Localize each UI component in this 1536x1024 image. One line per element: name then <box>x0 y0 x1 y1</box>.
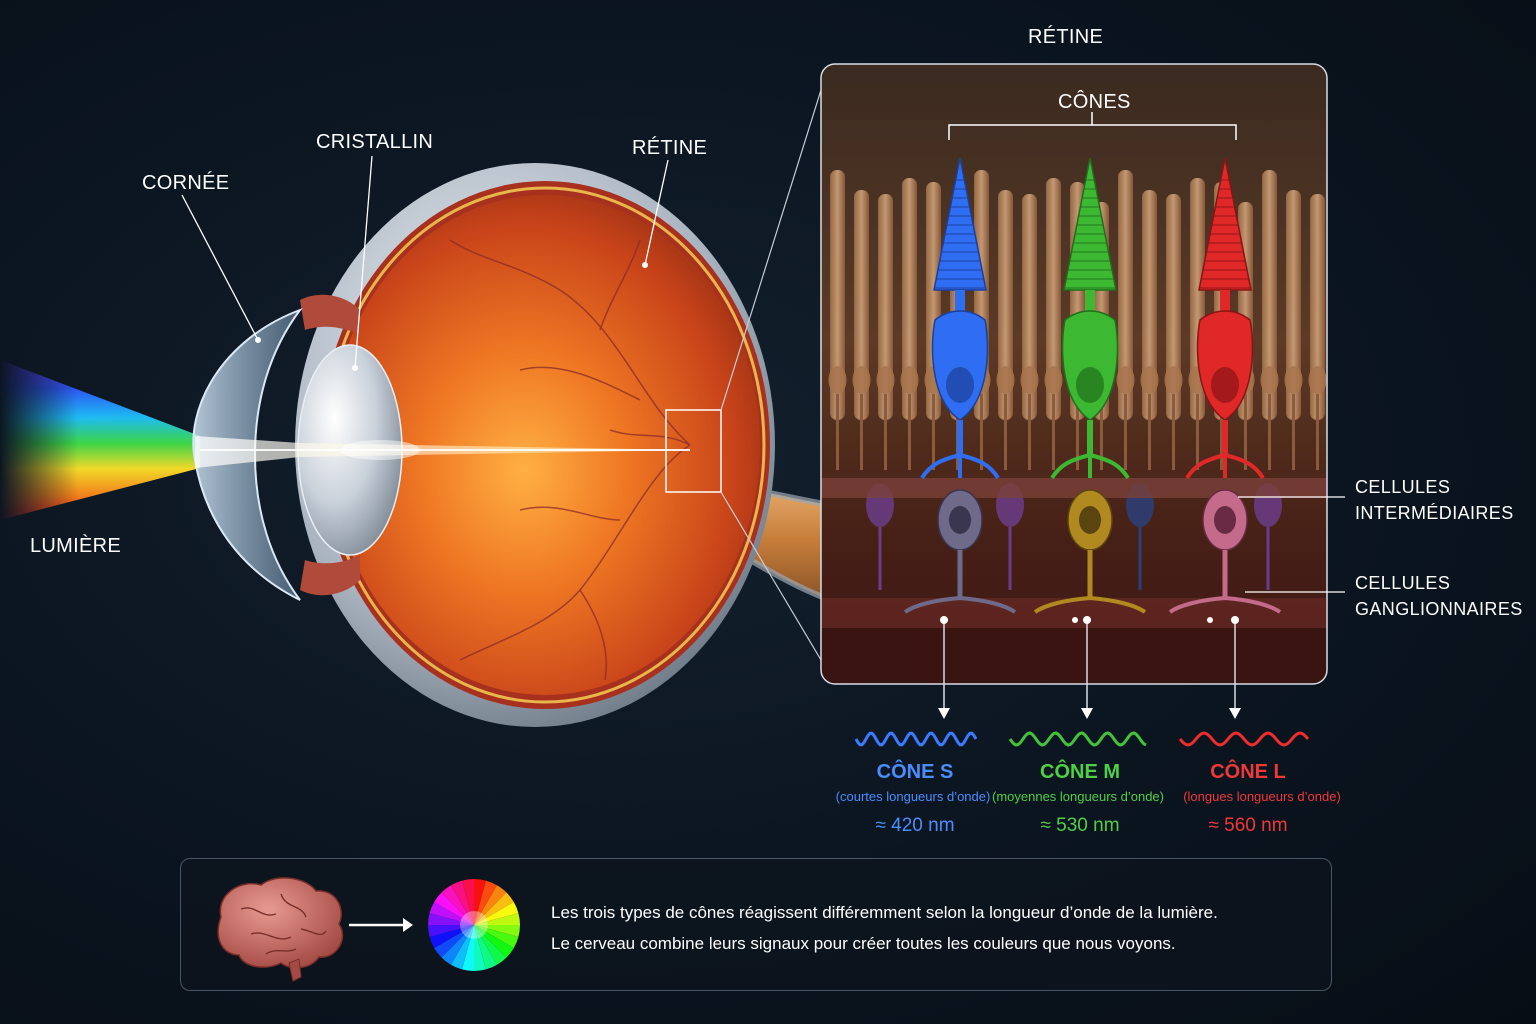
m-wave <box>1008 731 1147 747</box>
rod-cell <box>854 190 869 420</box>
cone-cells <box>903 157 1282 623</box>
cones-bracket <box>948 112 1237 140</box>
signal-arrow-head <box>1081 708 1093 719</box>
signal-arrows <box>938 616 1241 719</box>
cone-s-title: CÔNE S <box>876 761 954 783</box>
cone-l-description: (longues longueurs d’onde) <box>1183 789 1341 804</box>
rod-cell <box>878 194 893 420</box>
signal-arrow-head <box>938 708 950 719</box>
retina-inset-title: RÉTINE <box>1028 26 1104 48</box>
m-cone-cell <box>1033 157 1147 623</box>
cornea-label: CORNÉE <box>142 172 230 194</box>
intermediate-cells-line2: INTERMÉDIAIRES <box>1355 503 1514 523</box>
rod-cell <box>830 170 845 420</box>
s-wave <box>854 731 978 747</box>
brain-icon <box>217 877 344 982</box>
light-spectrum <box>0 360 200 520</box>
cone-m-description: (moyennes longueurs d’onde) <box>992 789 1164 804</box>
rod-cell <box>1022 194 1037 420</box>
info-line-2: Le cerveau combine leurs signaux pour cr… <box>551 934 1176 953</box>
cones-label: CÔNES <box>1058 91 1131 113</box>
rod-cell <box>1142 190 1157 420</box>
l-cone-cell <box>1168 157 1282 623</box>
cone-l-wavelength: ≈ 560 nm <box>1208 815 1288 836</box>
wavelength-waves <box>854 731 1310 747</box>
cone-s-description: (courtes longueurs d’onde) <box>835 789 991 804</box>
blood-vessels <box>449 239 691 681</box>
eye-interior <box>330 195 760 695</box>
signal-origin-dot <box>1231 616 1239 624</box>
lens-label: CRISTALLIN <box>316 131 434 153</box>
cone-l-title: CÔNE L <box>1210 761 1286 783</box>
rod-cell <box>1286 190 1301 420</box>
cone-m-title: CÔNE M <box>1040 761 1120 783</box>
retina-label: RÉTINE <box>632 137 708 159</box>
rod-cell <box>998 190 1013 420</box>
color-wheel-icon <box>428 879 520 971</box>
rod-cell <box>1118 170 1133 420</box>
s-cone-cell <box>903 157 1017 623</box>
intermediate-cells-line1: CELLULES <box>1355 477 1451 497</box>
rod-cell <box>1310 194 1325 420</box>
rod-cell <box>1262 170 1277 420</box>
cone-s-wavelength: ≈ 420 nm <box>875 815 955 836</box>
rod-cell <box>1046 178 1061 420</box>
cone-m-wavelength: ≈ 530 nm <box>1040 815 1120 836</box>
info-panel: Les trois types de cônes réagissent diff… <box>180 858 1332 991</box>
light-beam <box>195 436 690 468</box>
arrow-right-icon <box>349 918 413 932</box>
rod-cell <box>902 178 917 420</box>
signal-origin-dot <box>1083 616 1091 624</box>
info-line-1: Les trois types de cônes réagissent diff… <box>551 903 1218 922</box>
signal-arrow-head <box>1229 708 1241 719</box>
info-icons <box>217 877 520 982</box>
l-wave <box>1178 731 1310 747</box>
ganglion-cells-line1: CELLULES <box>1355 573 1451 593</box>
ganglion-cells-line2: GANGLIONNAIRES <box>1355 599 1523 619</box>
retina-zoom-box <box>665 409 722 493</box>
retina-inset <box>821 64 1327 684</box>
intermediate-cells-label: CELLULES INTERMÉDIAIRES <box>1355 474 1514 526</box>
ganglion-cells-label: CELLULES GANGLIONNAIRES <box>1355 570 1523 622</box>
rod-cell <box>1166 194 1181 420</box>
light-label: LUMIÈRE <box>30 535 122 557</box>
signal-origin-dot <box>940 616 948 624</box>
